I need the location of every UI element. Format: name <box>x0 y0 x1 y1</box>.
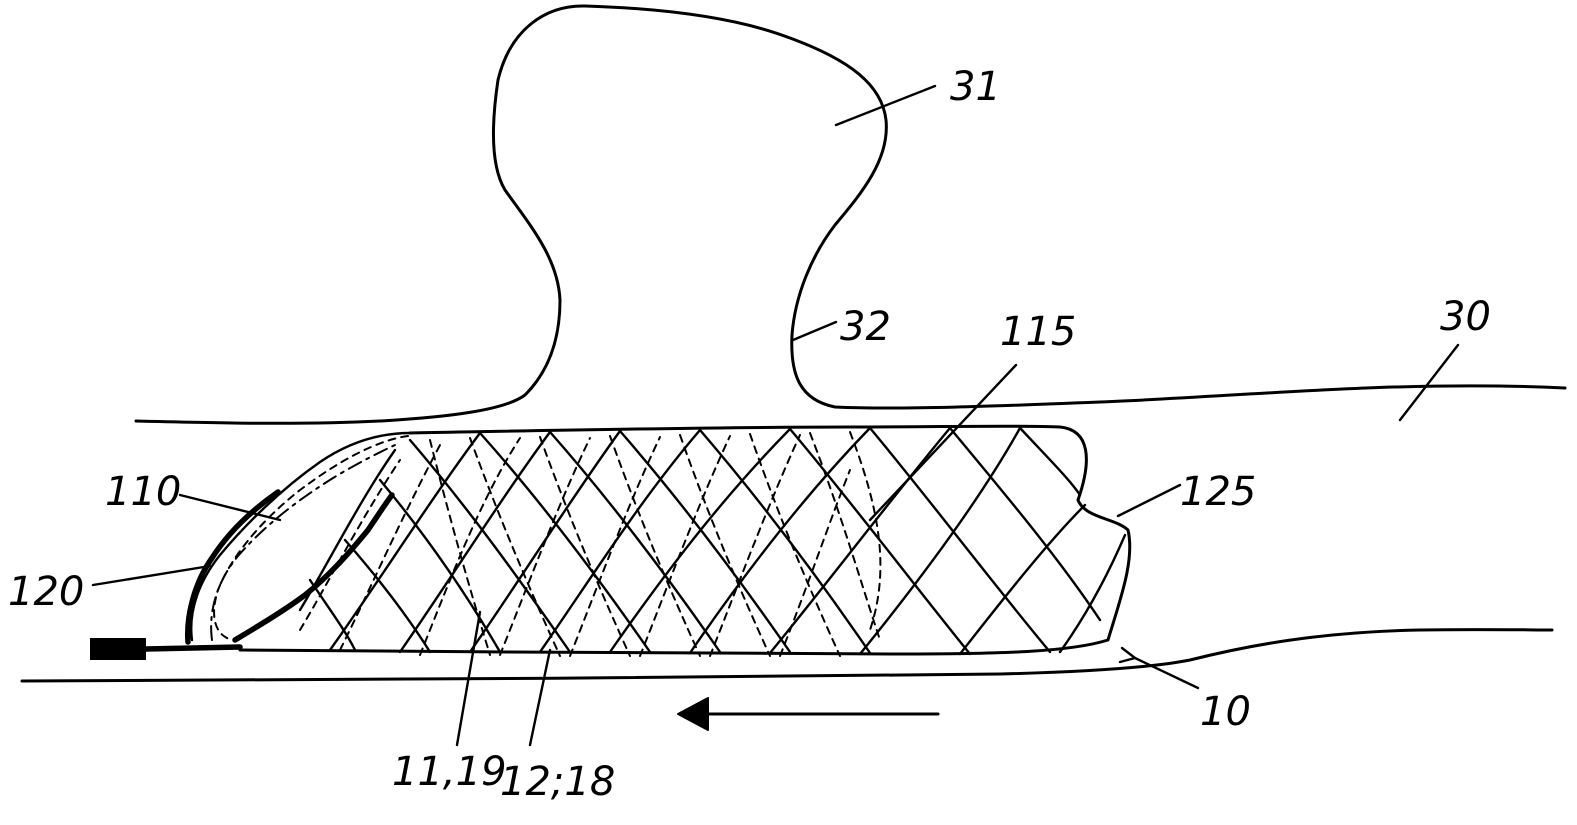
label-10: 10 <box>1200 689 1251 735</box>
label-12-18: 12;18 <box>500 759 615 805</box>
leader-115 <box>870 365 1016 520</box>
delivery-wire <box>146 647 240 649</box>
label-32: 32 <box>840 304 891 350</box>
label-31: 31 <box>950 64 1001 110</box>
label-110: 110 <box>105 469 181 515</box>
delivery-wire-tip <box>90 638 146 660</box>
label-115: 115 <box>1000 309 1076 355</box>
label-125: 125 <box>1180 469 1256 515</box>
mesh-strands-down <box>310 428 1100 654</box>
leader-32 <box>793 322 836 340</box>
leader-10-arrowhead <box>1120 648 1135 662</box>
vessel-upper-wall <box>136 6 1565 423</box>
label-11-19: 11,19 <box>392 749 507 795</box>
label-30: 30 <box>1440 294 1491 340</box>
leader-125 <box>1118 485 1180 516</box>
leader-30 <box>1400 345 1458 420</box>
label-120: 120 <box>8 569 84 615</box>
stent-end-dashed <box>214 436 408 640</box>
flow-arrow <box>678 698 938 730</box>
leader-12-18 <box>530 650 550 745</box>
leader-120 <box>93 566 210 585</box>
mesh-strands-up <box>300 428 1125 654</box>
